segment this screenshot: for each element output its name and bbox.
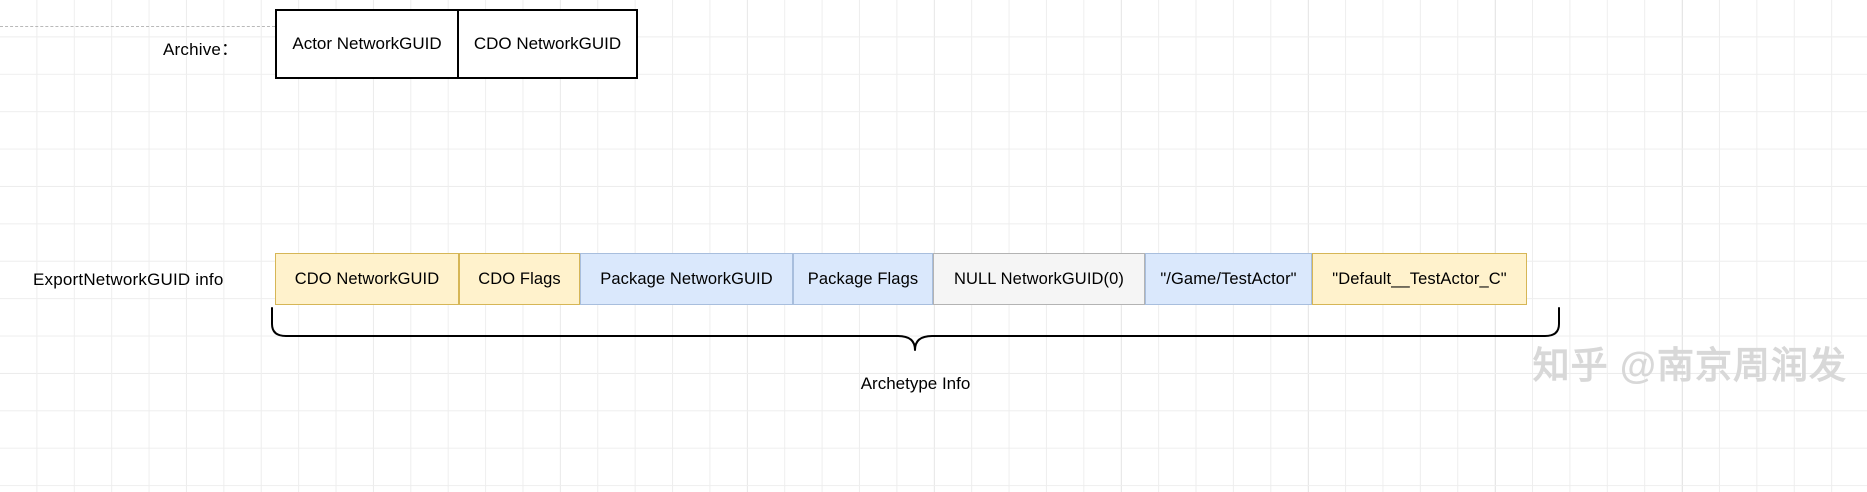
curly-brace-icon [271, 307, 1560, 351]
export-row-label: ExportNetworkGUID info [33, 270, 224, 289]
archetype-info-caption: Archetype Info [860, 374, 971, 393]
archive-cell-cdo-networkguid: CDO NetworkGUID [457, 11, 636, 77]
archive-cell-actor-networkguid: Actor NetworkGUID [277, 11, 457, 77]
export-cell-default-object-name: "Default__TestActor_C" [1312, 253, 1527, 305]
dashed-guide-line [0, 26, 275, 27]
export-cell-package-networkguid: Package NetworkGUID [580, 253, 793, 305]
export-cell-package-path: "/Game/TestActor" [1145, 253, 1312, 305]
archetype-info-brace [268, 306, 1563, 356]
archive-byte-stream: Actor NetworkGUID CDO NetworkGUID [275, 9, 638, 79]
export-cell-null-networkguid: NULL NetworkGUID(0) [933, 253, 1145, 305]
export-cell-cdo-flags: CDO Flags [459, 253, 580, 305]
export-cell-package-flags: Package Flags [793, 253, 933, 305]
export-networkguid-info-stream: CDO NetworkGUID CDO Flags Package Networ… [275, 253, 1527, 305]
archive-row-label: Archive： [163, 40, 239, 59]
zhihu-watermark: 知乎 @南京周润发 [1532, 345, 1847, 386]
export-cell-cdo-networkguid: CDO NetworkGUID [275, 253, 459, 305]
